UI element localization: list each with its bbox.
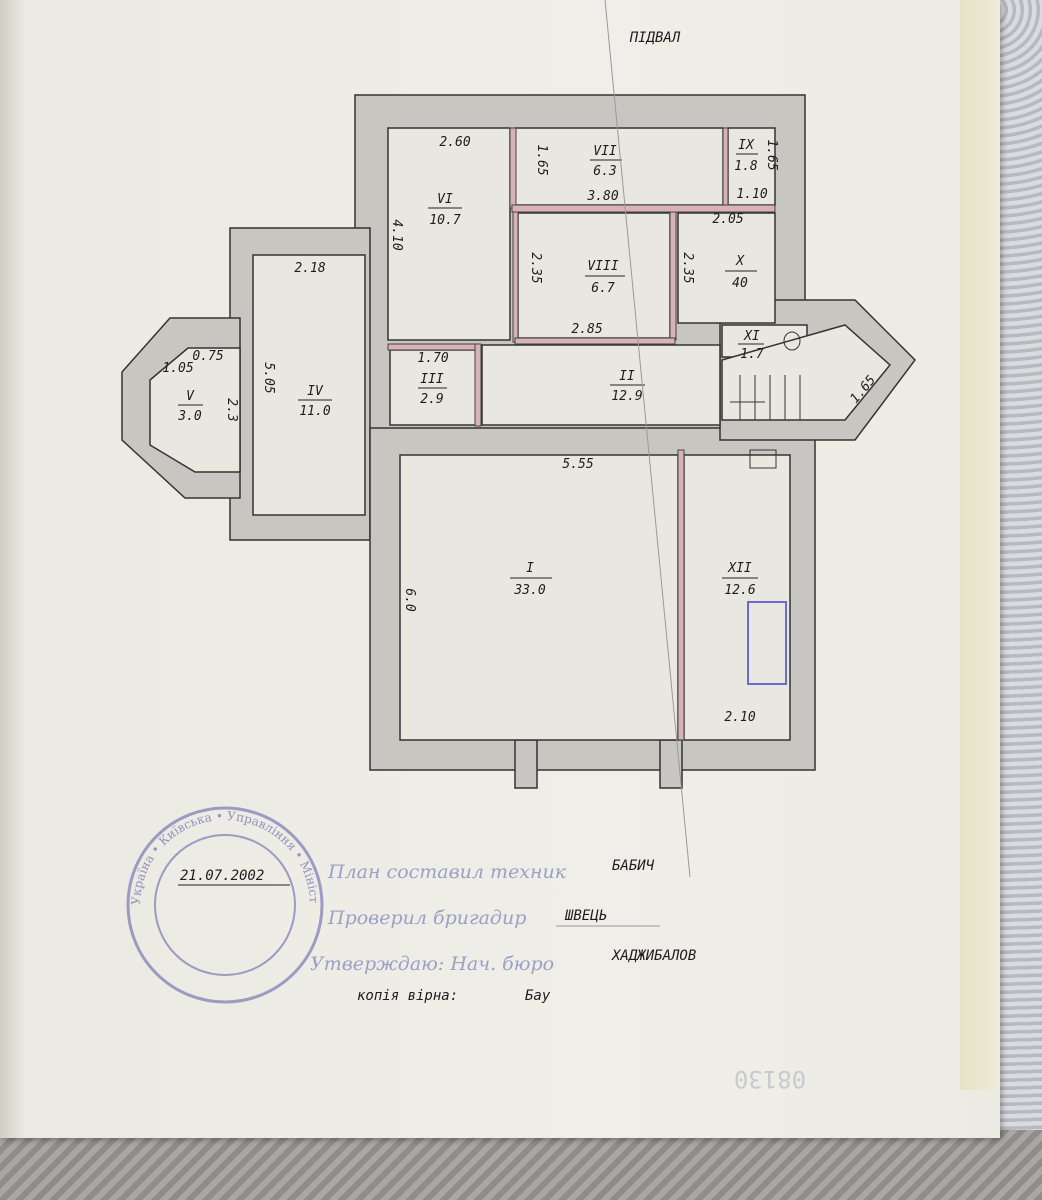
label: 40 [732,276,748,291]
dim: 6.0 [402,588,417,612]
label: 10.7 [429,213,460,228]
label: XII [727,561,752,576]
room-label-I: I 33.0 [510,561,552,598]
dimension-labels: 2.60 1.65 3.80 1.65 1.10 4.10 2.05 2.35 … [162,135,879,725]
dim: 2.60 [439,135,470,150]
dim: 5.05 [261,362,276,393]
label: X [735,254,745,269]
room-label-XI: XI 1.7 [738,329,764,362]
label: 6.3 [593,164,616,179]
label: План составил техник [327,861,567,883]
label: III [420,372,444,387]
bathtub-icon [747,601,787,685]
room-label-IX: IX 1.8 [734,138,758,174]
label: 12.9 [611,389,642,404]
dim: 2.35 [528,252,543,283]
signoff-block: 21.07.2002 План составил техник БАБИЧ Пр… [178,0,696,1004]
dim: 1.70 [417,351,448,366]
room-VI [387,127,511,341]
label: Проверил бригадир [327,907,526,929]
label: 3.0 [177,409,202,424]
label: VIII [587,259,618,274]
room-label-IV: IV 11.0 [298,384,332,419]
label: 1.8 [734,159,758,174]
room-label-VII: VII 6.3 [590,144,622,179]
room-labels: I 33.0 II 12.9 III 2.9 IV 11.0 V 3.0 VI 10.7 V… [177,138,764,598]
fabric-background [0,1130,1042,1200]
dim: 4.10 [389,219,404,250]
label: VI [437,192,453,207]
dim: 2.10 [724,710,755,725]
dim: 1.65 [764,139,779,170]
rooms [149,127,892,741]
dim: 2.35 [680,252,695,283]
stair-vestibule [721,324,892,421]
room-label-V: V 3.0 [177,389,203,424]
dim: 1.65 [534,144,549,175]
toilet-icon [783,331,801,351]
label: 33.0 [513,583,545,598]
label: VII [593,144,617,159]
dim: 2.85 [571,322,602,337]
dim: 1.05 [162,361,193,376]
plan-title: ПІДВАЛ [629,30,681,46]
room-IV [252,254,366,516]
room-II [481,344,721,426]
label: V [186,389,195,404]
label: IX [738,138,755,153]
label: IV [307,384,324,399]
label: I [526,561,534,576]
label: XI [743,329,760,344]
room-X [677,212,776,324]
room-label-VIII: VIII 6.7 [585,259,625,296]
dim: 5.55 [562,457,593,472]
room-label-III: III 2.9 [418,372,447,407]
label: 11.0 [299,404,330,419]
label: БАБИЧ [612,858,655,874]
label: ШВЕЦЬ [564,908,607,924]
dim: 2.18 [294,261,325,276]
signature: Бау [525,988,551,1004]
paper-edge [960,0,1000,1090]
label: 6.7 [591,281,615,296]
label: ХАДЖИБАЛОВ [611,948,696,964]
label: Утверждаю: Нач. бюро [310,953,554,975]
label: 1.7 [740,347,764,362]
room-label-XII: XII 12.6 [722,561,758,598]
label: 2.9 [420,392,443,407]
stairs-icon [730,375,801,420]
room-label-II: II 12.9 [610,369,645,404]
room-label-X: X 40 [725,254,757,291]
dim: 0.75 [192,349,223,364]
margin-number: 08130 [734,1065,806,1093]
room-I [399,454,679,741]
label: II [619,369,635,384]
dim: 3.80 [586,189,618,204]
signoff-date: 21.07.2002 [180,868,264,884]
room-V [149,347,241,473]
room-IX [727,127,776,206]
boiler-icon [749,449,777,469]
room-XII [683,454,791,741]
dim: 2.05 [712,212,743,227]
dim: 2.3 [224,398,239,421]
label: 12.6 [724,583,755,598]
label: копія вірна: [357,988,458,1004]
room-label-VI: VI 10.7 [428,192,462,228]
dim: 1.10 [736,187,767,202]
